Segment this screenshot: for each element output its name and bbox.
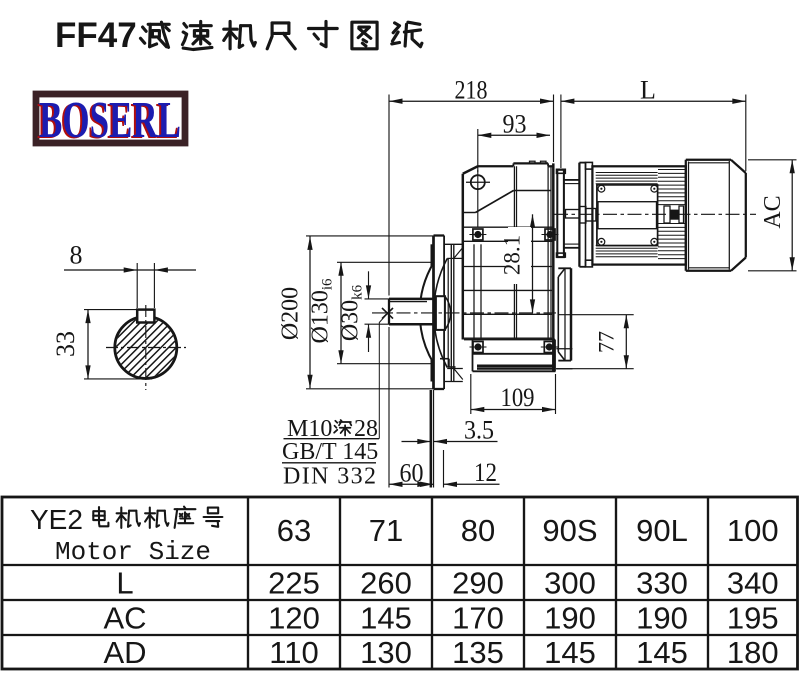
svg-text:340: 340 bbox=[727, 566, 779, 601]
svg-text:YE2: YE2 bbox=[30, 504, 83, 535]
svg-text:90L: 90L bbox=[636, 513, 688, 548]
svg-text:90S: 90S bbox=[542, 513, 597, 548]
svg-text:145: 145 bbox=[360, 601, 412, 636]
svg-text:12: 12 bbox=[474, 458, 497, 487]
svg-text:300: 300 bbox=[544, 566, 596, 601]
svg-text:290: 290 bbox=[452, 566, 504, 601]
svg-text:80: 80 bbox=[461, 513, 495, 548]
svg-text:190: 190 bbox=[636, 601, 688, 636]
svg-text:130: 130 bbox=[360, 635, 412, 670]
svg-text:60: 60 bbox=[400, 459, 424, 488]
svg-text:145: 145 bbox=[636, 635, 688, 670]
svg-text:135: 135 bbox=[452, 635, 504, 670]
svg-text:93: 93 bbox=[503, 110, 527, 139]
svg-text:170: 170 bbox=[452, 601, 504, 636]
svg-text:AC: AC bbox=[760, 195, 786, 228]
svg-text:M10: M10 bbox=[287, 416, 332, 442]
svg-text:BOSERL: BOSERL bbox=[39, 92, 181, 149]
svg-text:L: L bbox=[116, 566, 133, 601]
svg-text:8: 8 bbox=[70, 241, 83, 270]
svg-text:195: 195 bbox=[727, 601, 779, 636]
svg-text:145: 145 bbox=[544, 635, 596, 670]
svg-text:33: 33 bbox=[51, 331, 80, 357]
svg-text:71: 71 bbox=[369, 513, 403, 548]
svg-text:218: 218 bbox=[455, 76, 488, 105]
svg-text:110: 110 bbox=[269, 635, 318, 670]
svg-text:DIN 332: DIN 332 bbox=[283, 464, 377, 490]
svg-text:AD: AD bbox=[103, 635, 146, 670]
svg-text:Motor Size: Motor Size bbox=[55, 537, 211, 567]
svg-text:100: 100 bbox=[727, 513, 779, 548]
svg-text:77: 77 bbox=[594, 331, 619, 353]
svg-text:63: 63 bbox=[277, 513, 311, 548]
svg-text:28.1: 28.1 bbox=[500, 235, 525, 275]
svg-text:109: 109 bbox=[501, 383, 535, 412]
svg-text:225: 225 bbox=[268, 566, 320, 601]
svg-text:28: 28 bbox=[354, 416, 378, 442]
svg-text:GB/T 145: GB/T 145 bbox=[282, 439, 378, 465]
svg-text:260: 260 bbox=[360, 566, 412, 601]
svg-text:BOSERL: BOSERL bbox=[37, 93, 179, 150]
svg-text:AC: AC bbox=[103, 601, 146, 636]
svg-text:Ø200: Ø200 bbox=[278, 287, 304, 340]
svg-text:FF47: FF47 bbox=[55, 16, 137, 55]
svg-text:120: 120 bbox=[268, 601, 320, 636]
svg-text:3.5: 3.5 bbox=[464, 416, 494, 445]
svg-text:L: L bbox=[640, 76, 656, 105]
svg-text:180: 180 bbox=[727, 635, 779, 670]
svg-text:190: 190 bbox=[544, 601, 596, 636]
svg-text:330: 330 bbox=[636, 566, 688, 601]
